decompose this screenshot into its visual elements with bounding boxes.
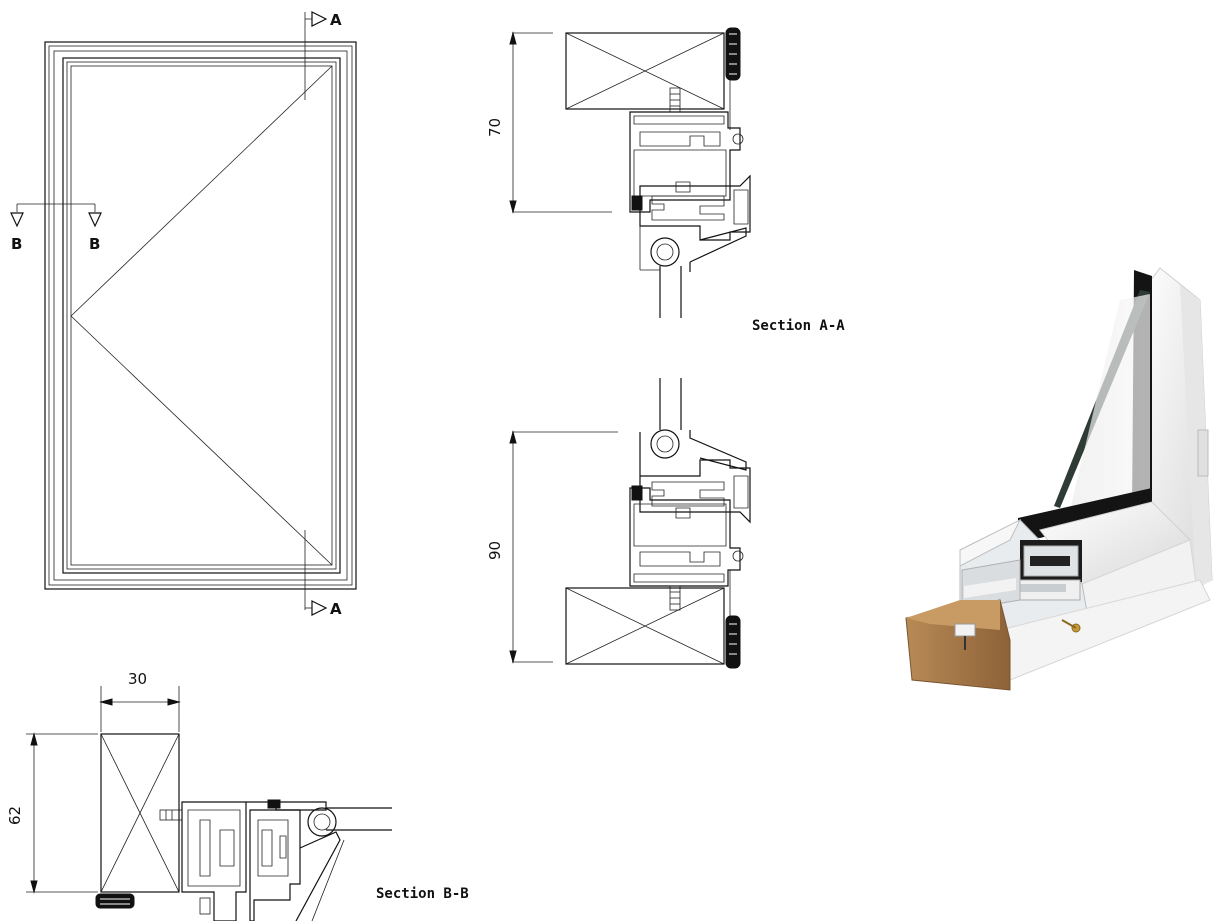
section-arrow-a-bottom <box>311 600 328 616</box>
timber-block-jamb <box>100 733 180 893</box>
section-arrow-a-top <box>311 11 328 27</box>
section-a-title: Section A-A <box>752 318 845 334</box>
marker-b-left: B <box>11 235 22 253</box>
dimension-label-30: 30 <box>128 670 147 688</box>
opening-indicator-top <box>70 65 333 317</box>
dimension-70: 70 <box>486 31 612 214</box>
window-elevation: A A B B <box>10 11 357 618</box>
sash-profile-sill <box>639 432 751 524</box>
timber-block-head <box>565 32 725 110</box>
dimension-label-90: 90 <box>486 541 504 560</box>
section-a-head <box>565 27 751 318</box>
section-arrow-b-left <box>10 212 24 228</box>
window-corner-cutaway-illustration <box>905 267 1213 691</box>
glass-edge-horizontal <box>1018 488 1152 538</box>
section-b: 30 62 <box>6 670 392 921</box>
section-b-title: Section B-B <box>376 886 469 902</box>
dimension-label-62: 62 <box>6 806 24 825</box>
timber-block-sill <box>565 587 725 665</box>
dimension-90: 90 <box>486 430 618 664</box>
marker-a-bottom: A <box>330 600 342 618</box>
section-arrow-b-right <box>88 212 102 228</box>
brush-seal-jamb <box>95 893 135 909</box>
outer-frame-profile-jamb <box>181 801 327 921</box>
dimension-label-70: 70 <box>486 118 504 137</box>
brush-seal-sill <box>725 615 741 669</box>
sash-profile-head <box>639 174 751 241</box>
section-a-sill <box>565 378 751 669</box>
marker-a-top: A <box>330 11 342 29</box>
outer-frame-profile-head <box>629 111 741 213</box>
marker-b-right: B <box>89 235 100 253</box>
sash-profile-jamb <box>249 809 301 921</box>
opening-indicator-bottom <box>70 315 333 566</box>
outer-frame-profile-sill <box>629 487 741 587</box>
